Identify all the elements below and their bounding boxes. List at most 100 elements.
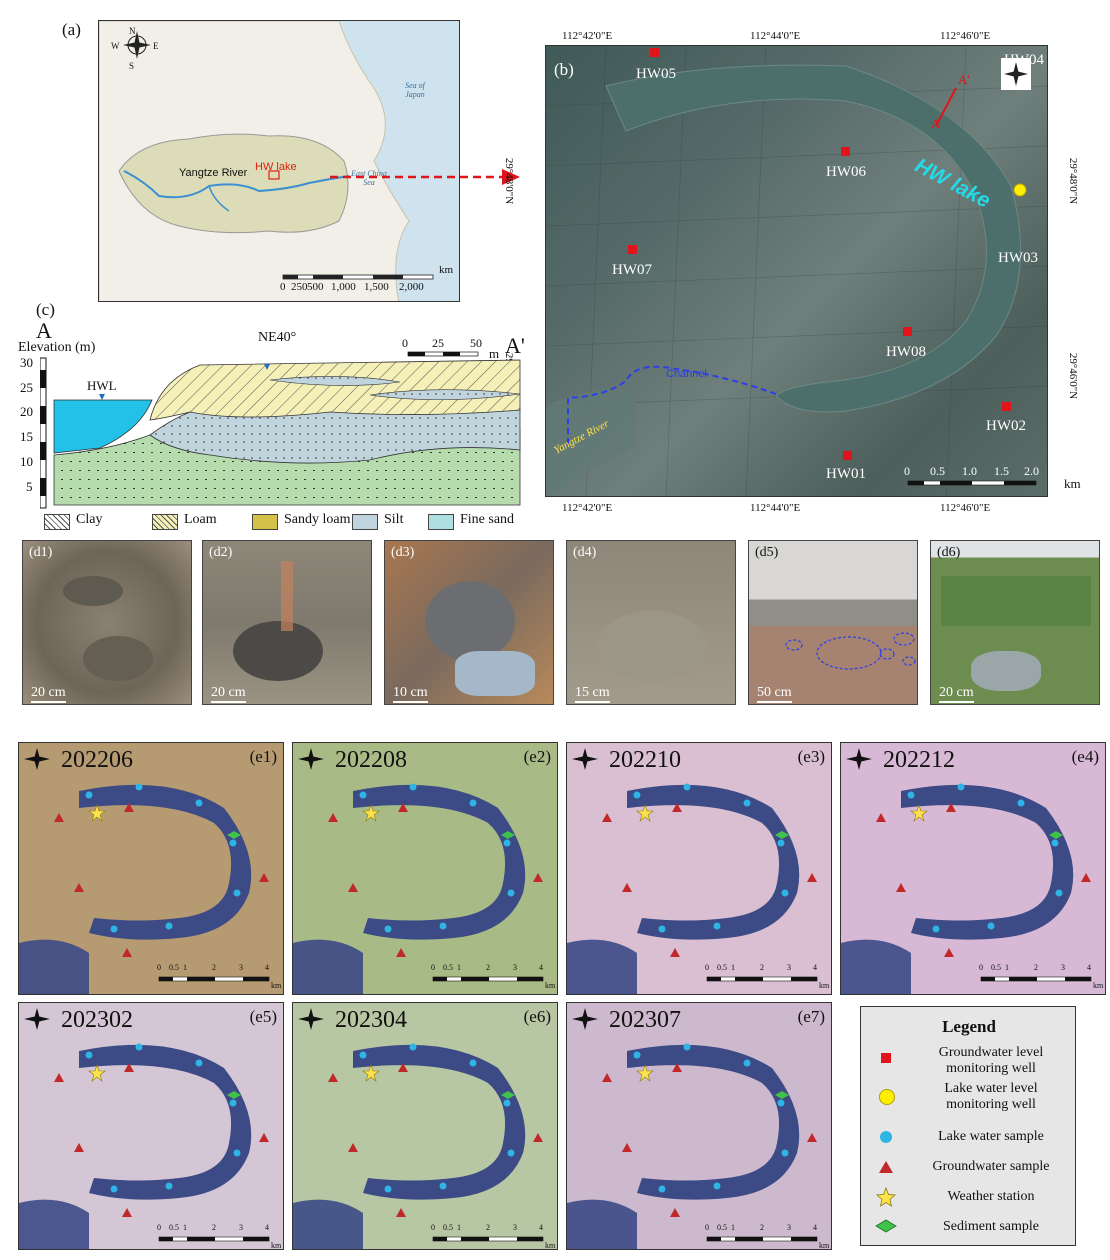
compass-icon xyxy=(298,748,324,770)
legend-swatch-clay xyxy=(44,514,70,530)
photo-scale: 10 cm xyxy=(393,685,428,703)
lake-sample-marker xyxy=(409,1043,417,1051)
scale-bar xyxy=(432,976,544,982)
map-label: (e1) xyxy=(249,747,277,766)
lake-sample-marker xyxy=(507,889,515,897)
lake-sample-marker xyxy=(777,1099,785,1107)
gw-sample-marker xyxy=(602,1073,612,1082)
y-tick: 20 xyxy=(20,404,33,419)
map-date: 202208 xyxy=(335,747,407,773)
panel-b-svg xyxy=(546,46,1047,496)
lake-sample-marker xyxy=(359,791,367,799)
gw-sample-marker xyxy=(807,873,817,882)
lake-sample-marker xyxy=(743,1059,751,1067)
legend-clay: Clay xyxy=(76,512,103,527)
elevation-title: Elevation (m) xyxy=(18,340,96,355)
scale-bar xyxy=(432,1236,544,1242)
y-tick: 30 xyxy=(20,355,33,370)
lake-sample-marker xyxy=(439,922,447,930)
sediment-marker xyxy=(501,1091,515,1099)
map-scale-unit: km xyxy=(1093,981,1104,990)
panel-a-label: (a) xyxy=(62,20,81,39)
b-top-tick-3: 112°46'0"E xyxy=(940,30,991,42)
photo-d1: (d1) 20 cm xyxy=(22,540,192,705)
legend-item: Lake water sample xyxy=(938,1129,1044,1144)
photo-d2: (d2) 20 cm xyxy=(202,540,372,705)
lake-sample-marker xyxy=(781,889,789,897)
map-scale-tick-0: 0 xyxy=(705,963,709,972)
photo-label: (d3) xyxy=(391,545,415,560)
gw-sample-marker xyxy=(944,948,954,957)
map-scale-tick-5: 4 xyxy=(813,1223,817,1232)
map-scale-tick-3: 2 xyxy=(760,963,764,972)
lake-sample-marker xyxy=(683,1043,691,1051)
compass-icon xyxy=(572,748,598,770)
lake-sample-marker xyxy=(384,925,392,933)
map-scale-unit: km xyxy=(271,981,282,990)
c-scale-tick: 50 xyxy=(470,336,482,350)
legend-sandy-loam: Sandy loam xyxy=(284,512,351,527)
gw-sample-marker xyxy=(124,1063,134,1072)
lake-sample-marker xyxy=(135,1043,143,1051)
map-label: (e4) xyxy=(1071,747,1099,766)
lake-sample-marker xyxy=(713,1182,721,1190)
map-scale-tick-5: 4 xyxy=(1087,963,1091,972)
compass-n-label: N xyxy=(129,26,136,36)
b-top-tick-1: 112°42'0"E xyxy=(562,30,613,42)
sediment-marker xyxy=(227,1091,241,1099)
yangtze-label-a: Yangtze River xyxy=(179,167,248,179)
photo-label: (d6) xyxy=(937,545,961,560)
gw-sample-marker xyxy=(876,813,886,822)
photo-scale: 20 cm xyxy=(31,685,66,703)
lake-sample-marker xyxy=(658,925,666,933)
gw-sample-marker xyxy=(398,803,408,812)
map-scale-tick-4: 3 xyxy=(787,963,791,972)
well-legend-icon xyxy=(881,1053,891,1063)
c-scale-unit: m xyxy=(489,346,500,361)
lake-sample-marker xyxy=(439,1182,447,1190)
map-scale-tick-0: 0 xyxy=(979,963,983,972)
lake-sample-marker xyxy=(165,922,173,930)
hw-lake-label-a: HW lake xyxy=(255,161,297,173)
gw-sample-marker xyxy=(124,803,134,812)
gw-sample-marker xyxy=(348,1143,358,1152)
map-scale-tick-1: 0.5 xyxy=(717,963,727,972)
gw-sample-marker xyxy=(672,1063,682,1072)
lake-sample-legend-icon xyxy=(880,1131,892,1143)
cross-section-svg xyxy=(40,351,521,509)
gw-sample-legend-icon xyxy=(879,1161,893,1173)
map-scale-tick-2: 1 xyxy=(457,1223,461,1232)
section-left-end: A xyxy=(36,318,52,343)
photo-d4: (d4) 15 cm xyxy=(566,540,736,705)
scale-bar xyxy=(706,1236,818,1242)
gw-sample-marker xyxy=(533,1133,543,1142)
gw-sample-marker xyxy=(74,883,84,892)
y-tick: 5 xyxy=(26,479,33,494)
gw-sample-marker xyxy=(1081,873,1091,882)
gw-sample-marker xyxy=(328,813,338,822)
compass-rose-a xyxy=(123,31,151,59)
gw-sample-marker xyxy=(672,803,682,812)
photo-scale: 20 cm xyxy=(211,685,246,703)
map-scale-tick-5: 4 xyxy=(265,1223,269,1232)
map-scale-tick-3: 2 xyxy=(486,1223,490,1232)
map-scale-tick-4: 3 xyxy=(1061,963,1065,972)
legend-item: Sediment sample xyxy=(942,1219,1040,1234)
gw-sample-marker xyxy=(622,883,632,892)
gw-sample-marker xyxy=(670,948,680,957)
y-tick: 25 xyxy=(20,380,33,395)
lake-sample-marker xyxy=(110,1185,118,1193)
map-scale-tick-3: 2 xyxy=(212,963,216,972)
legend-item: Lake water level monitoring well xyxy=(944,1081,1038,1112)
photo-d3: (d3) 10 cm xyxy=(384,540,554,705)
lake-sample-marker xyxy=(907,791,915,799)
map-scale-tick-5: 4 xyxy=(813,963,817,972)
scale-b-tick: 1.0 xyxy=(962,464,977,478)
lake-sample-marker xyxy=(987,922,995,930)
lake-sample-marker xyxy=(85,791,93,799)
gw-sample-marker xyxy=(74,1143,84,1152)
map-date: 202307 xyxy=(609,1007,681,1033)
